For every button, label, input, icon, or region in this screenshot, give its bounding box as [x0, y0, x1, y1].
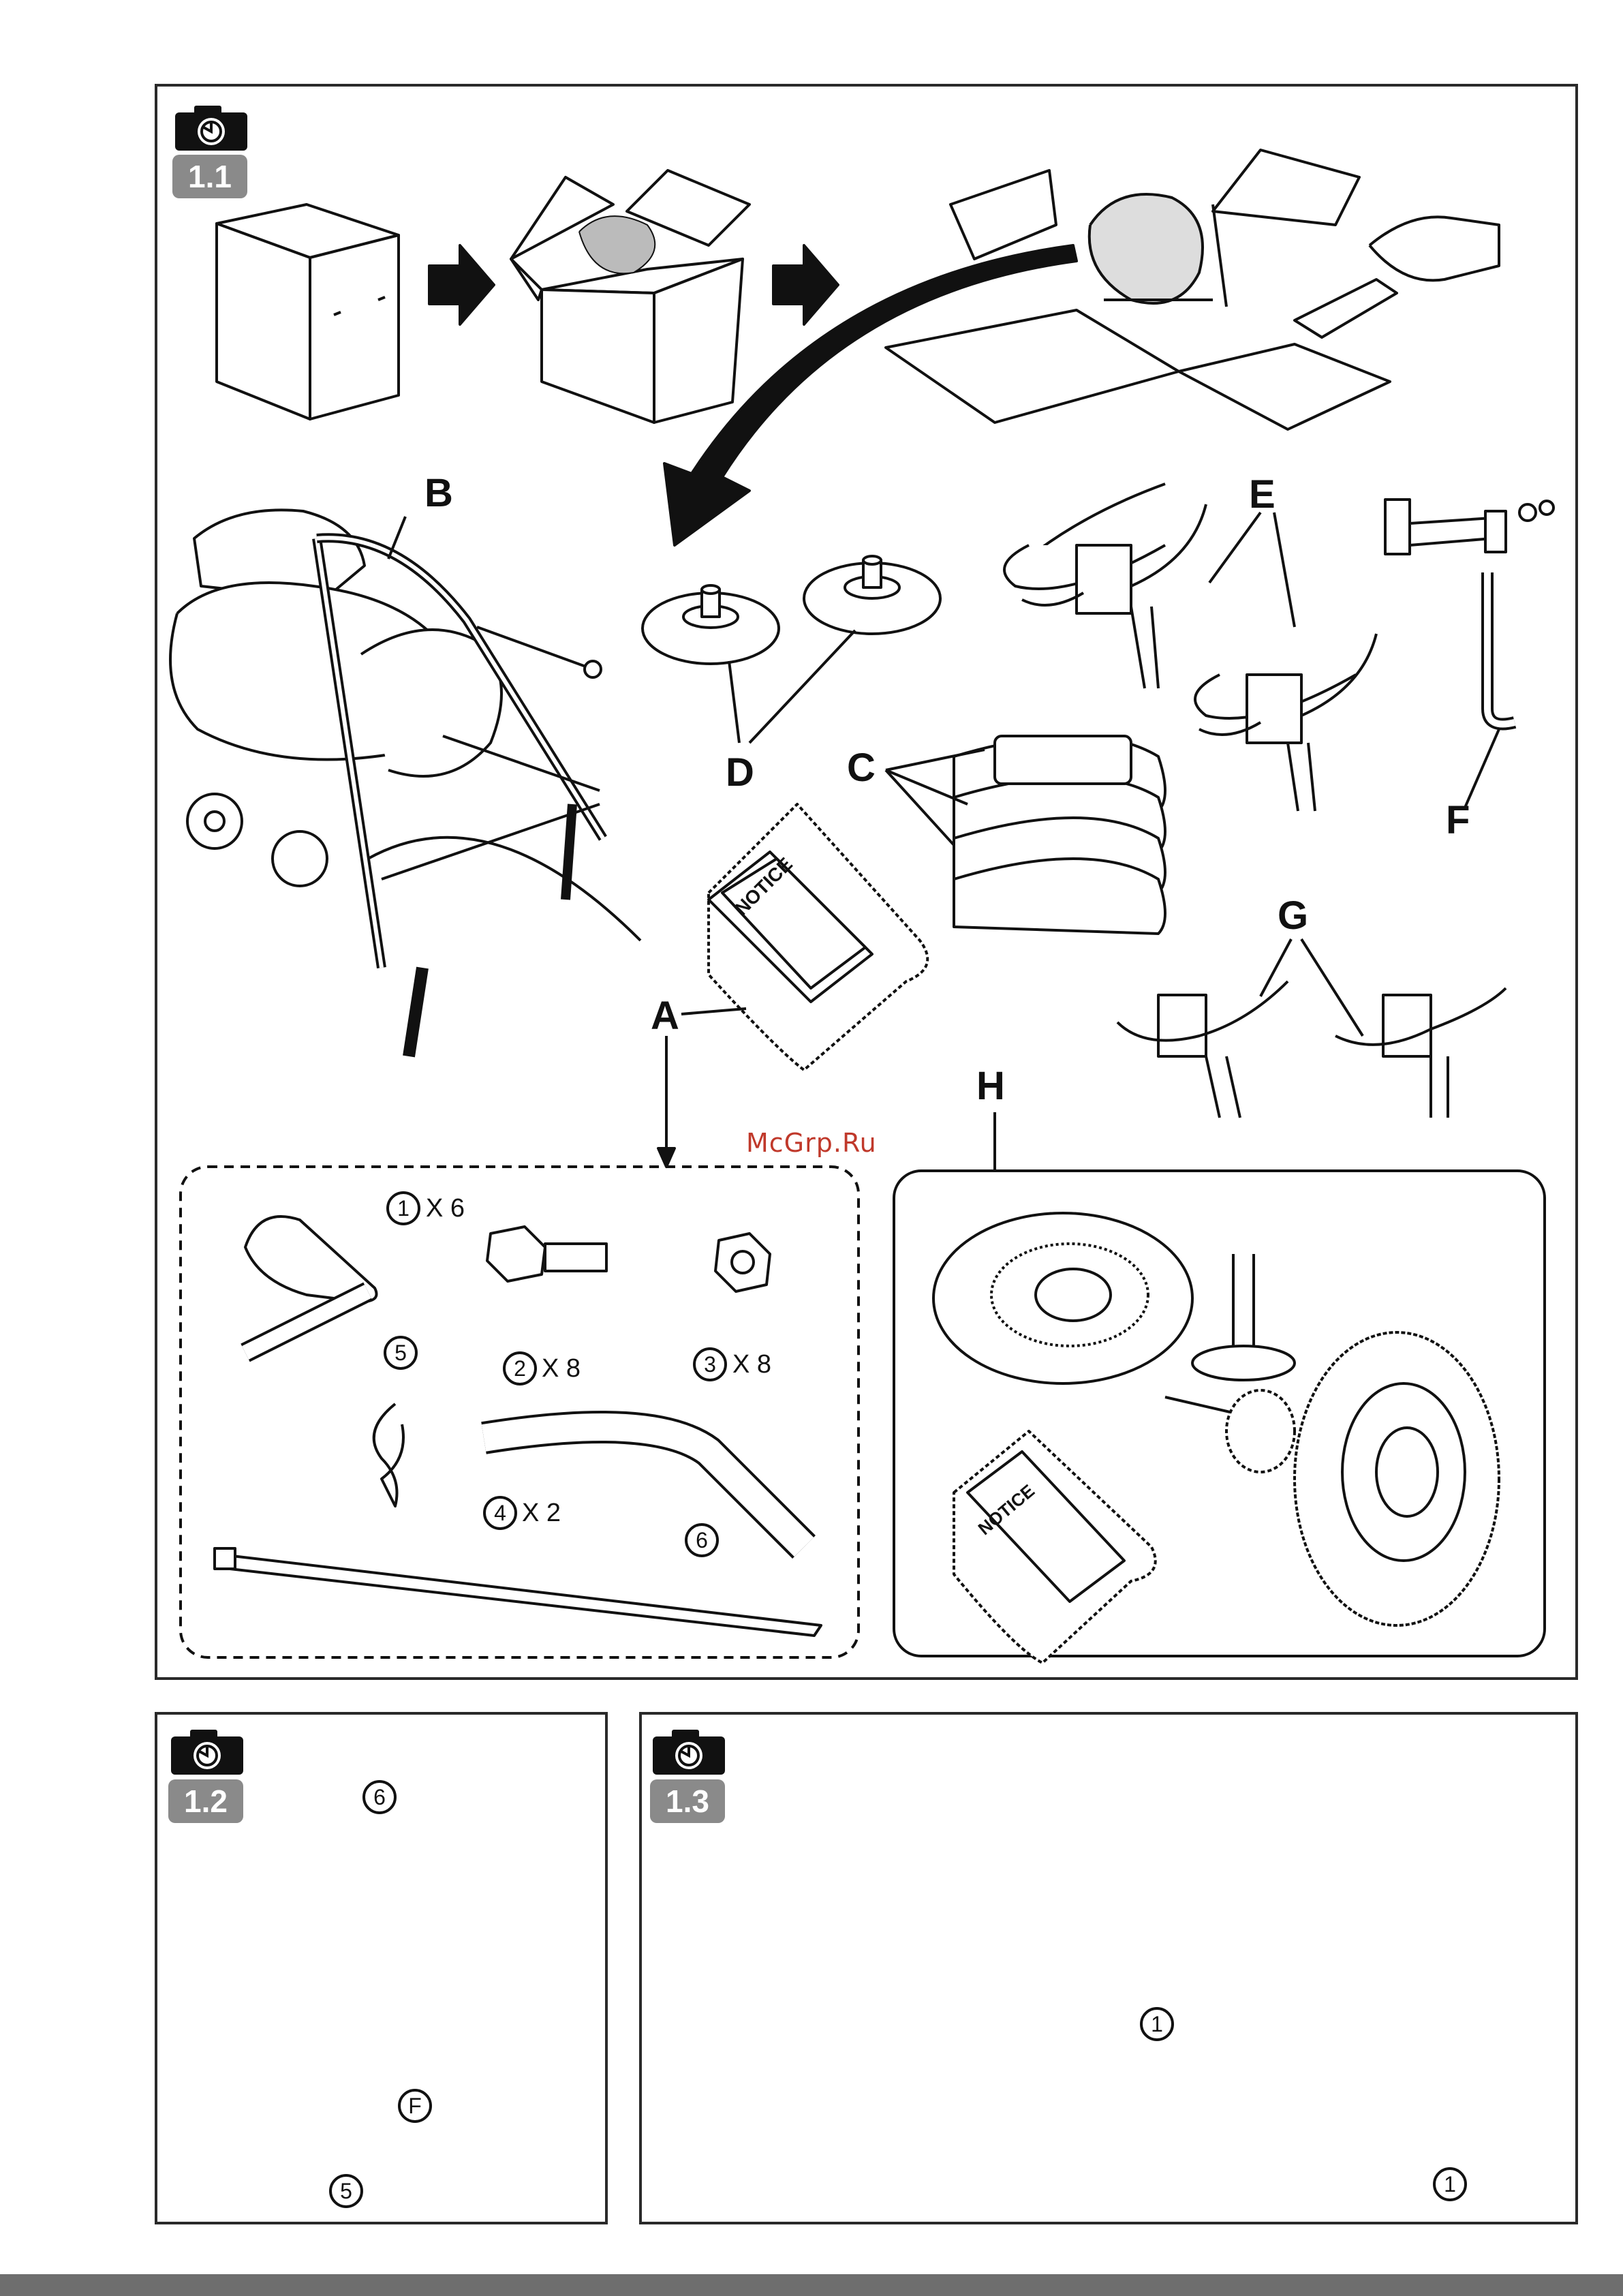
label-h: H — [976, 1067, 1005, 1106]
bracket-f-illustration — [1385, 500, 1554, 808]
arrow-right-icon — [429, 245, 494, 324]
label-f: F — [1446, 801, 1470, 840]
part-callout-4: 4 — [483, 1496, 517, 1530]
part-callout-6: 6 — [362, 1780, 397, 1814]
part-callout-1: 1 — [1433, 2167, 1467, 2201]
footer-bar — [0, 2274, 1623, 2296]
tiller-machine-illustration — [170, 510, 640, 1056]
step-badge: 1.2 — [168, 1779, 243, 1823]
arrow-right-icon — [773, 245, 838, 324]
unfolded-box-illustration — [886, 150, 1499, 429]
camera-icon — [170, 1727, 245, 1776]
label-d: D — [726, 753, 754, 793]
watermark-text: McGrp.Ru — [746, 1128, 877, 1158]
part-callout-6: 6 — [685, 1523, 719, 1557]
part-qty-4: X 2 — [522, 1499, 561, 1528]
label-c: C — [847, 748, 876, 788]
label-a: A — [651, 996, 679, 1036]
camera-icon — [651, 1727, 726, 1776]
tine-assembly-g — [1117, 939, 1506, 1118]
label-b: B — [424, 474, 453, 513]
part-callout-5: 5 — [384, 1336, 418, 1370]
part-qty-3: X 8 — [732, 1350, 771, 1379]
label-e: E — [1249, 475, 1276, 515]
part-callout-1: 1 — [386, 1191, 420, 1225]
part-callout-3: 3 — [693, 1347, 727, 1381]
part-callout-2: 2 — [503, 1351, 537, 1386]
step-badge: 1.3 — [650, 1779, 725, 1823]
part-callout-5: 5 — [329, 2174, 363, 2208]
part-callout-f: F — [398, 2089, 432, 2123]
part-qty-1: X 6 — [426, 1194, 465, 1223]
closed-box-illustration — [217, 204, 399, 419]
open-box-illustration — [511, 170, 749, 423]
panel-step-1-3: 1.3 — [639, 1712, 1578, 2224]
manual-pack-a — [681, 804, 927, 1070]
label-g: G — [1278, 896, 1308, 936]
fender-plates-c — [886, 736, 1165, 934]
part-callout-1: 1 — [1140, 2007, 1174, 2041]
part-qty-2: X 8 — [542, 1354, 581, 1383]
disc-plates-illustration — [643, 556, 940, 743]
